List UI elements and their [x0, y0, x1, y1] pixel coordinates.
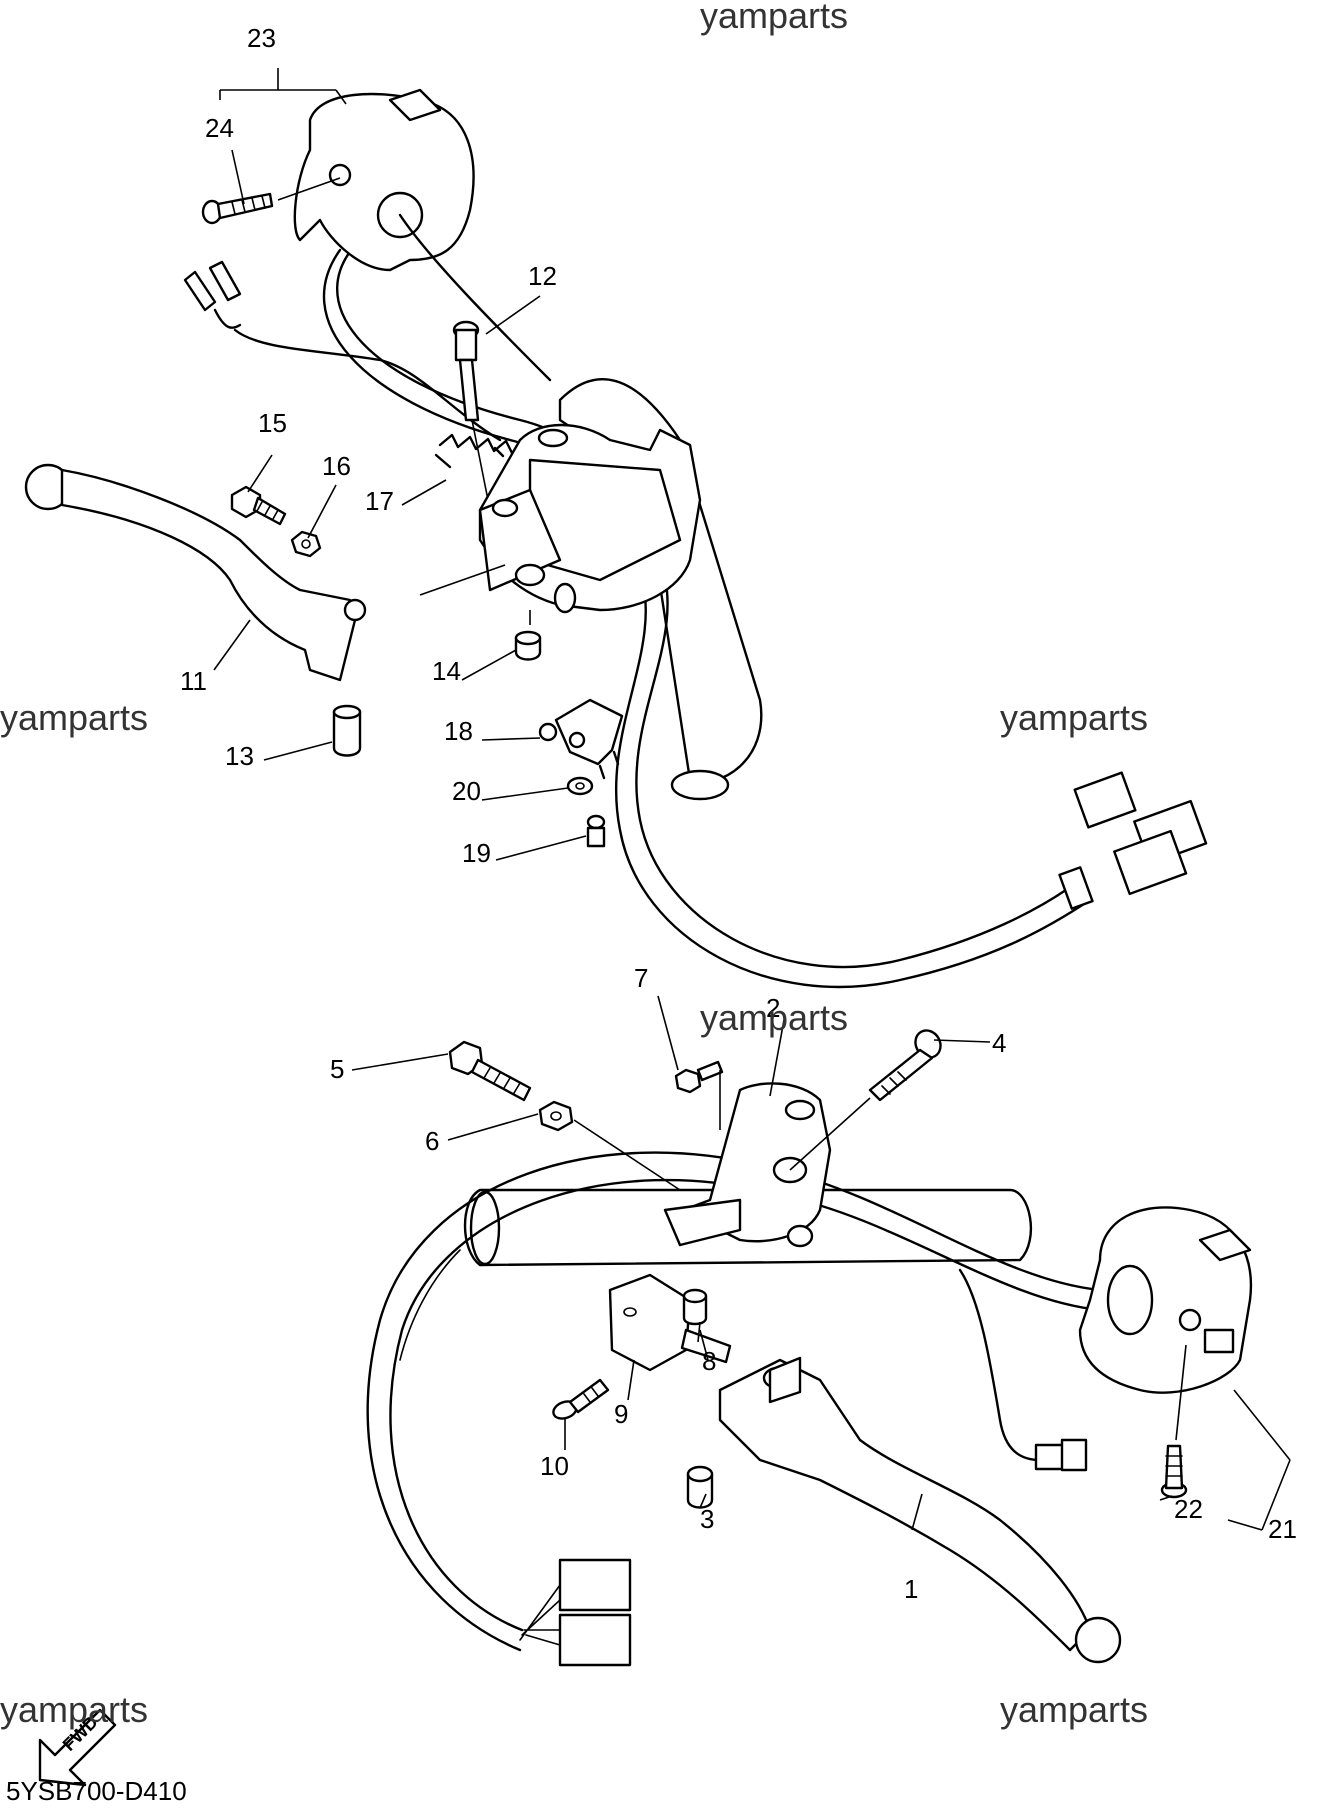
- watermark-bottom-right: yamparts: [1000, 1689, 1148, 1730]
- watermark-top: yamparts: [700, 0, 848, 36]
- part-21-switch-housing: [1078, 1206, 1253, 1394]
- part-6-nut: [538, 1100, 681, 1191]
- part-19-screw: [586, 814, 606, 848]
- part-1-clutch-lever: [718, 1356, 1122, 1664]
- part-24-screw: [201, 177, 341, 225]
- master-cylinder: [419, 423, 702, 625]
- callout-16: 16: [322, 451, 351, 481]
- leader-lines: [213, 68, 1291, 1531]
- callout-1: 1: [904, 1574, 918, 1604]
- callout-19: 19: [462, 838, 491, 868]
- upper-connector: [1058, 771, 1208, 910]
- part-4-pivot-bolt: [789, 1029, 942, 1171]
- watermark-bottom-left: yamparts: [0, 1689, 148, 1730]
- callout-11: 11: [180, 666, 207, 696]
- watermark-mid-left: yamparts: [0, 697, 148, 738]
- part-2-lever-holder: [663, 1082, 832, 1248]
- watermark-mid-right: yamparts: [1000, 697, 1148, 738]
- part-7-bolt: [674, 1060, 724, 1094]
- part-18-brake-switch: [538, 698, 624, 780]
- upper-wire-harness: [233, 238, 1092, 989]
- part-10-screw: [552, 1378, 610, 1420]
- callout-12: 12: [528, 261, 557, 291]
- callout-23: 23: [247, 23, 276, 53]
- callout-7: 7: [634, 963, 648, 993]
- lower-connector: [519, 1438, 1088, 1667]
- part-23-switch-housing: [293, 88, 552, 382]
- callout-15: 15: [258, 408, 287, 438]
- part-8-collar: [682, 1288, 708, 1326]
- part-9-clutch-switch: [608, 1273, 732, 1372]
- callout-17: 17: [365, 486, 394, 516]
- callout-8: 8: [702, 1346, 716, 1376]
- callout-22: 22: [1174, 1494, 1203, 1524]
- callout-18: 18: [444, 716, 473, 746]
- part-20-washer: [566, 776, 594, 796]
- part-14-bushing: [514, 630, 542, 661]
- part-15-pivot-bolt: [230, 485, 287, 526]
- watermark-center: yamparts: [700, 997, 848, 1038]
- callout-20: 20: [452, 776, 481, 806]
- callout-9: 9: [614, 1399, 628, 1429]
- callout-labels: 23 24 12 15 16 17 11 14 13 18 20 19 7 2 …: [180, 23, 1297, 1604]
- callout-6: 6: [425, 1126, 439, 1156]
- callout-13: 13: [225, 741, 254, 771]
- callout-10: 10: [540, 1451, 569, 1481]
- part-16-nut: [290, 530, 322, 558]
- part-3-collar: [686, 1465, 714, 1509]
- callout-21: 21: [1268, 1514, 1297, 1544]
- callout-4: 4: [992, 1028, 1006, 1058]
- callout-5: 5: [330, 1054, 344, 1084]
- callout-24: 24: [205, 113, 234, 143]
- lower-wire-harness: [366, 1151, 1102, 1652]
- part-5-bolt: [448, 1040, 532, 1102]
- part-11-brake-lever: [24, 463, 367, 682]
- drawing-code: 5YSB700-D410: [6, 1776, 187, 1806]
- callout-2: 2: [766, 993, 780, 1023]
- callout-3: 3: [700, 1504, 714, 1534]
- watermarks: yamparts yamparts yamparts yamparts yamp…: [0, 0, 1148, 1730]
- callout-14: 14: [432, 656, 461, 686]
- part-12-bolt: [452, 320, 489, 501]
- upper-spade-terminals: [183, 260, 242, 329]
- part-13-collar: [332, 704, 362, 757]
- part-22-screw: [1160, 1344, 1188, 1499]
- part-17-spring: [434, 433, 514, 469]
